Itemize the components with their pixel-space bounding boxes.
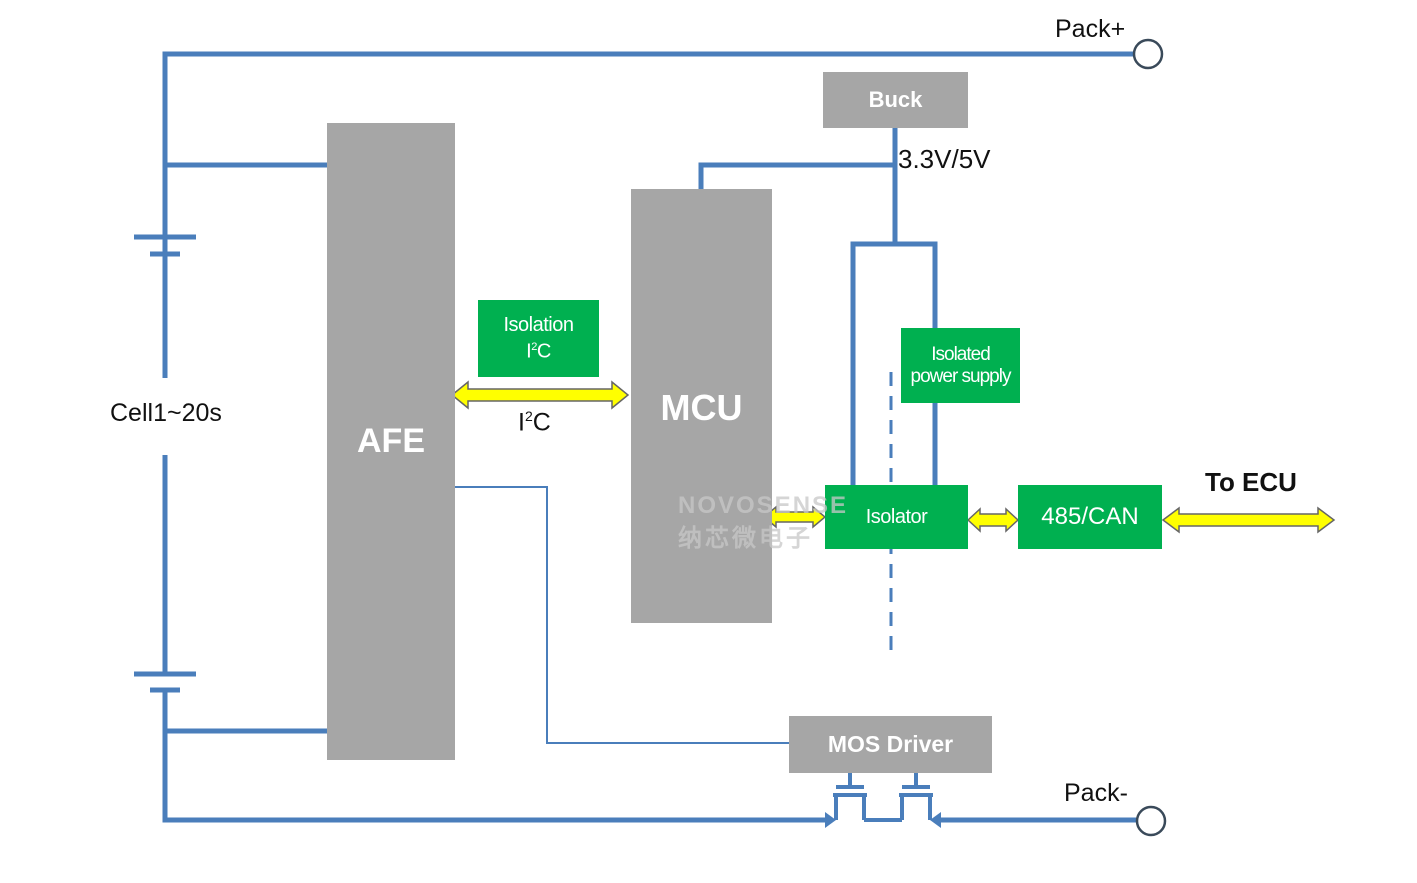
buck-block: Buck [823, 72, 968, 128]
watermark-cjk: 纳芯微电子 [678, 525, 813, 552]
afe-block: AFE [327, 123, 455, 760]
mcu-supply-wire [698, 162, 895, 190]
mosfet-right-arrow [930, 812, 941, 828]
isolator-bus-double-arrow [966, 507, 1020, 533]
to-ecu-label: To ECU [1205, 467, 1297, 497]
bus-label: 485/CAN [1041, 503, 1139, 530]
i2c-label-sup: 2 [524, 408, 533, 424]
i2c-label-i: I [518, 408, 525, 437]
isolation-i2c-line2: I2C [526, 336, 551, 363]
i2c-label-c: C [532, 408, 551, 437]
pack-minus-label: Pack- [1064, 779, 1128, 807]
isolation-i2c-line1: Isolation [503, 314, 575, 337]
bus-block: 485/CAN [1018, 485, 1162, 549]
isolated-supply-line2: power supply [910, 365, 1012, 387]
isolator-supply-wire [850, 241, 938, 485]
mcu-block: MCU [631, 189, 772, 623]
mos-driver-label: MOS Driver [827, 731, 954, 757]
battery-label: Cell1~20s [110, 399, 222, 427]
isolation-i2c-block: Isolation I2C [478, 300, 599, 377]
pack-plus-label: Pack+ [1055, 15, 1126, 43]
pack-minus-rail [162, 690, 832, 823]
isolated-supply-block: Isolated power supply [901, 328, 1020, 403]
watermark-latin: NOVOSENSE [678, 492, 849, 519]
isolation-i2c-c: C [536, 340, 551, 363]
isolator-block: Isolator [825, 485, 968, 549]
ecu-double-arrow [1161, 506, 1336, 534]
i2c-double-arrow [450, 380, 630, 410]
pack-plus-terminal [1132, 38, 1164, 70]
afe-to-mos-driver-wire [455, 486, 789, 744]
mcu-label: MCU [660, 387, 743, 428]
isolator-label: Isolator [865, 505, 928, 528]
isolated-supply-line1: Isolated [931, 343, 991, 365]
mosfet-right-symbol [899, 773, 933, 820]
mosfet-left-arrow [825, 812, 836, 828]
mosfet-left-symbol [833, 773, 867, 820]
buck-label: Buck [868, 87, 923, 112]
afe-label: AFE [357, 422, 425, 460]
isolation-i2c-sup: 2 [531, 341, 537, 354]
voltage-label: 3.3V/5V [898, 144, 991, 174]
i2c-label: I2C [518, 408, 551, 437]
mos-driver-block: MOS Driver [789, 716, 992, 773]
isolation-i2c-i: I [526, 340, 532, 363]
pack-minus-terminal [1135, 805, 1167, 837]
pack-plus-rail [162, 51, 1133, 270]
